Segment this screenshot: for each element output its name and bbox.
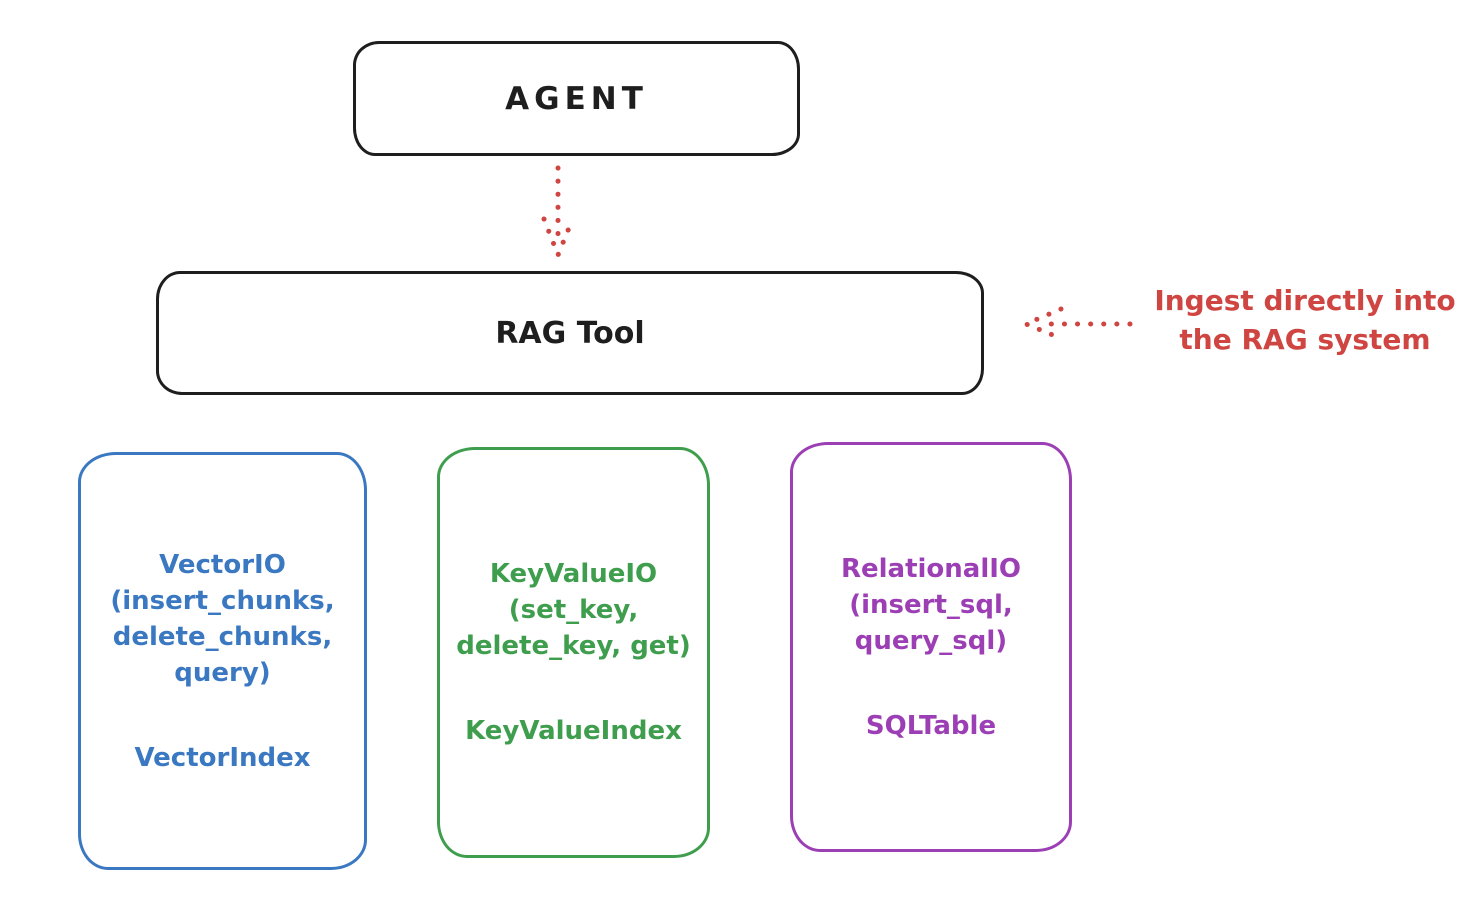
- ingest-annotation-line-2: the RAG system: [1179, 323, 1431, 356]
- io-line: (insert_sql,: [849, 589, 1013, 620]
- arrow-head-left-icon: [1019, 306, 1064, 341]
- io-line: (set_key,: [508, 595, 639, 625]
- rag-tool-box: RAG Tool: [156, 271, 984, 395]
- ingest-dotted-arrow: [1019, 306, 1133, 341]
- io-line: delete_key, get): [456, 631, 691, 661]
- keyvalue-io-content: KeyValueIO (set_key, delete_key, get) Ke…: [456, 556, 691, 749]
- arrow-head-down-icon: [541, 215, 576, 262]
- keyvalue-io-box: KeyValueIO (set_key, delete_key, get) Ke…: [437, 447, 710, 858]
- io-line: VectorIO: [159, 549, 286, 580]
- io-index-label: KeyValueIndex: [465, 716, 682, 746]
- io-index-label: SQLTable: [865, 710, 997, 741]
- ingest-annotation-line-1: Ingest directly into: [1154, 284, 1456, 317]
- agent-box: AGENT: [353, 41, 800, 156]
- vector-io-box: VectorIO (insert_chunks, delete_chunks, …: [78, 452, 367, 870]
- io-line: KeyValueIO: [489, 559, 658, 589]
- io-line: (insert_chunks,: [110, 585, 335, 616]
- io-line: delete_chunks,: [112, 621, 333, 652]
- io-line: query): [174, 657, 271, 688]
- agent-label: AGENT: [505, 80, 648, 117]
- relational-io-content: RelationalIO (insert_sql, query_sql) SQL…: [841, 551, 1021, 744]
- vector-io-content: VectorIO (insert_chunks, delete_chunks, …: [110, 547, 334, 776]
- io-line: RelationalIO: [840, 553, 1022, 584]
- rag-tool-label: RAG Tool: [495, 315, 645, 351]
- io-index-label: VectorIndex: [134, 742, 311, 773]
- agent-to-rag-dotted-arrow: [541, 165, 576, 262]
- io-line: query_sql): [854, 625, 1008, 656]
- ingest-annotation: Ingest directly into the RAG system: [1138, 281, 1472, 359]
- relational-io-box: RelationalIO (insert_sql, query_sql) SQL…: [790, 442, 1072, 852]
